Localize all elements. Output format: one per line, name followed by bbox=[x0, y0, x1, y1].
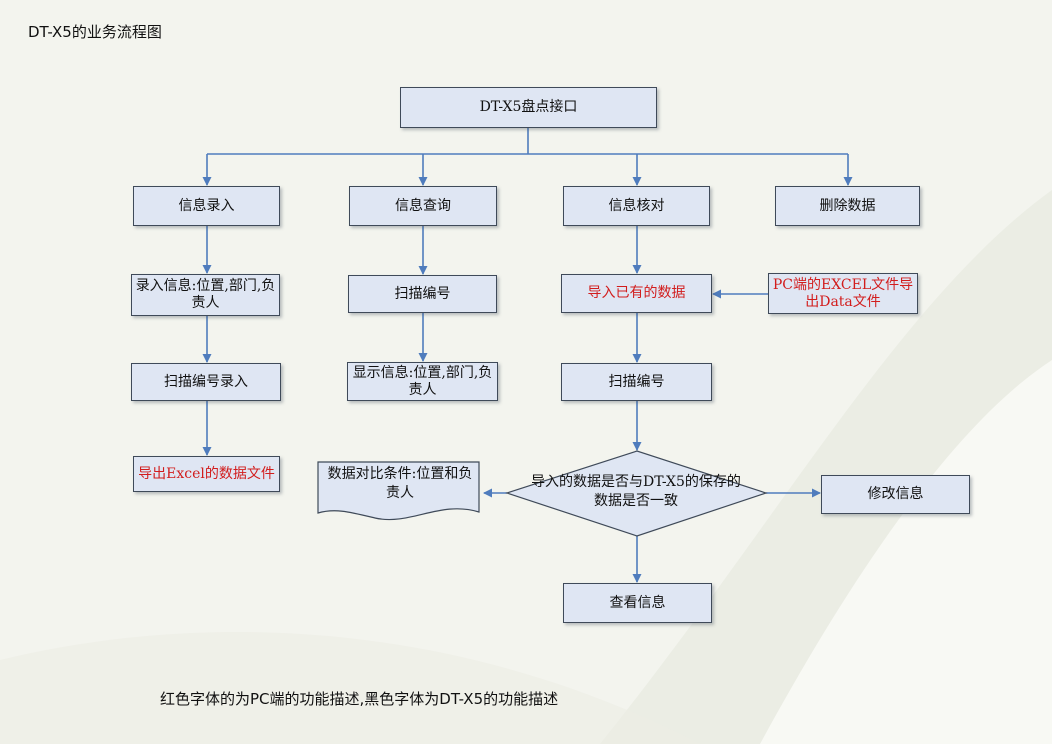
root-node: DT-X5盘点接口 bbox=[400, 87, 657, 128]
check-scan-node: 扫描编号 bbox=[561, 363, 712, 401]
info-check-label: 信息核对 bbox=[608, 197, 665, 214]
delete-data-node: 删除数据 bbox=[775, 186, 920, 226]
compare-document-shape bbox=[317, 461, 480, 521]
compare-document-text: 数据对比条件:位置和负责人 bbox=[322, 465, 478, 503]
footer-note: 红色字体的为PC端的功能描述,黑色字体为DT-X5的功能描述 bbox=[160, 690, 559, 708]
modify-info-label: 修改信息 bbox=[867, 486, 924, 502]
info-entry-label: 信息录入 bbox=[178, 197, 235, 214]
query-scan-node: 扫描编号 bbox=[348, 275, 497, 313]
root-node-label: DT-X5盘点接口 bbox=[479, 99, 578, 115]
delete-data-label: 删除数据 bbox=[819, 197, 876, 214]
page-title: DT-X5的业务流程图 bbox=[28, 23, 162, 41]
compare-document-label: 数据对比条件:位置和负责人 bbox=[327, 466, 473, 501]
entry-scan-label: 扫描编号录入 bbox=[164, 373, 248, 390]
info-query-label: 信息查询 bbox=[395, 197, 451, 214]
query-show-label: 显示信息:位置,部门,负责人 bbox=[352, 364, 493, 398]
check-import-node: 导入已有的数据 bbox=[561, 274, 712, 313]
entry-export-node: 导出Excel的数据文件 bbox=[133, 456, 280, 492]
decision-label: 导入的数据是否与DT-X5的保存的数据是否一致 bbox=[531, 474, 741, 509]
entry-record-node: 录入信息:位置,部门,负责人 bbox=[131, 274, 280, 316]
entry-scan-node: 扫描编号录入 bbox=[131, 363, 281, 401]
query-show-node: 显示信息:位置,部门,负责人 bbox=[347, 362, 498, 401]
pc-export-node: PC端的EXCEL文件导出Data文件 bbox=[768, 273, 918, 314]
entry-export-label: 导出Excel的数据文件 bbox=[138, 465, 275, 482]
check-import-label: 导入已有的数据 bbox=[587, 285, 686, 301]
decision-diamond bbox=[505, 450, 768, 537]
info-entry-node: 信息录入 bbox=[133, 186, 280, 226]
decision-text: 导入的数据是否与DT-X5的保存的数据是否一致 bbox=[530, 473, 742, 511]
entry-record-label: 录入信息:位置,部门,负责人 bbox=[135, 278, 276, 311]
view-info-label: 查看信息 bbox=[609, 594, 666, 611]
view-info-node: 查看信息 bbox=[563, 583, 712, 623]
query-scan-label: 扫描编号 bbox=[394, 285, 451, 302]
info-check-node: 信息核对 bbox=[563, 186, 710, 226]
info-query-node: 信息查询 bbox=[349, 186, 497, 226]
check-scan-label: 扫描编号 bbox=[608, 373, 665, 390]
pc-export-label: PC端的EXCEL文件导出Data文件 bbox=[772, 276, 914, 310]
modify-info-node: 修改信息 bbox=[821, 475, 970, 514]
